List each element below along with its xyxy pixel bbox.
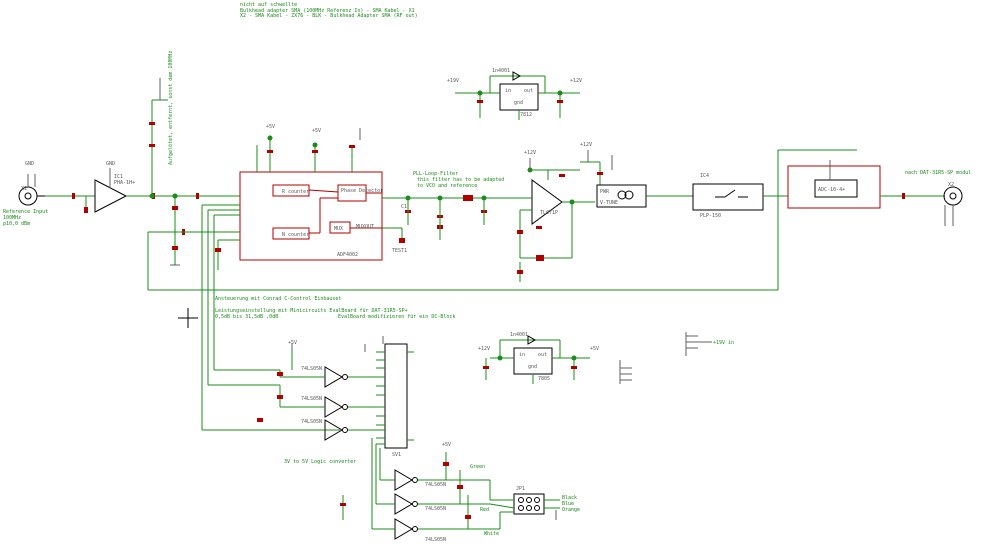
ctrl-note2: Leistungseinstellung mit Minicircuits Ev… — [215, 308, 408, 314]
reg2-name: 7805 — [538, 376, 550, 382]
reg1-gnd: gnd — [514, 100, 523, 106]
reg2-out: out — [538, 352, 547, 358]
opamp-pwr: +12V — [524, 150, 536, 156]
gate1-label: 74LS05N — [301, 366, 322, 372]
loop-filter-note: this filter has to be adapted — [417, 177, 504, 183]
buffer-gate-d — [394, 469, 418, 491]
vco-note-vertical: Aufgelötet, entfernt, sonst dem 100MHz — [168, 51, 174, 165]
test-point: TEST1 — [392, 248, 407, 254]
pll-part-name: ADF4002 — [337, 252, 358, 258]
filter-value: PLP-150 — [700, 213, 721, 219]
opamp-label: TL071P — [540, 210, 558, 216]
buf2-label: 74LS05N — [425, 506, 446, 512]
buf1-label: 74LS05N — [425, 482, 446, 488]
inverter-gate-2 — [324, 396, 348, 418]
pll-n-counter: N counter — [282, 232, 309, 238]
reg1-out: out — [524, 88, 533, 94]
note-top3: X2 - SMA Kabel - ZX76 - BLK - Bulkhead A… — [240, 13, 418, 19]
dat-label: ADC-10-4+ — [818, 187, 845, 193]
gates-pwr: +5V — [288, 340, 297, 346]
opamp-tl071 — [531, 179, 563, 225]
reg1-name: 7812 — [520, 112, 532, 118]
psu-label: +19V in — [713, 340, 734, 346]
ref-input-freq: 100MHz — [3, 215, 21, 221]
reg2-pwr-in: +12V — [478, 346, 490, 352]
reg1-in: in — [505, 88, 511, 94]
logic-converter-note: 3V to 5V Logic converter — [284, 459, 356, 465]
ctrl-note4: EvalBoard modifizieren für ein DC-Block — [338, 314, 455, 320]
cap-c10 — [72, 193, 75, 199]
pll-pwr-label: +5V — [266, 124, 275, 130]
gate3-label: 74LS05N — [301, 419, 322, 425]
ctrl-note3: 0,5dB bis 31,5dB ,0dB — [215, 314, 278, 320]
pll-adf4002 — [239, 171, 383, 261]
pll-mux: MUX — [334, 226, 343, 232]
note-top2: Bulkhead adapter SMA (100MHz Referenz In… — [240, 8, 415, 14]
wire-orange: Orange — [562, 507, 580, 513]
filter-label: IC4 — [700, 173, 709, 179]
buf-pwr1: +5V — [442, 442, 451, 448]
diode2-name: 1n4001 — [510, 332, 528, 338]
wire-green: Green — [470, 464, 485, 470]
reg2-pwr-out: +5V — [590, 346, 599, 352]
ref-input-label: Reference Input — [3, 209, 48, 215]
pll-pwr-label-2: +5V — [312, 128, 321, 134]
amp-label: IC1 — [114, 174, 123, 180]
diode1-name: 1n4001 — [492, 68, 510, 74]
note-top1: nicht auf schwellte — [240, 2, 297, 8]
filter-plp150 — [692, 183, 764, 211]
pll-muxout: MUXOUT — [356, 224, 374, 230]
ref-input-connector — [18, 174, 45, 206]
label-gnd-x1: GND — [25, 161, 34, 167]
wire-blue: Blue — [562, 501, 574, 507]
wire-black: Black — [562, 495, 577, 501]
reg2-gnd: gnd — [528, 364, 537, 370]
ctrl-note1: Ansteuerung mit Conrad C-Control Einbaus… — [215, 296, 341, 302]
pll-phase-detector: Phase Detector — [341, 188, 383, 194]
loop-filter-title: PLL-Loop-Filter — [413, 171, 458, 177]
buffer-gate-e — [394, 493, 418, 515]
sv1-label: SV1 — [392, 452, 401, 458]
jp1-label: JP1 — [516, 486, 525, 492]
loop-c1: C1 — [401, 204, 407, 210]
reg1-pwr-in: +19V — [447, 78, 459, 84]
dat-note: nach DAT-31R5-SP modul — [905, 170, 971, 176]
loop-filter-note2: to VCO and reference — [417, 183, 477, 189]
wire-red: Red — [480, 507, 489, 513]
amp-value: PHA-1H+ — [114, 180, 135, 186]
vco-pwr: +12V — [580, 142, 592, 148]
label-x2: X2 — [948, 182, 954, 188]
inverter-gate-1 — [324, 366, 348, 388]
reg1-pwr-out: +12V — [570, 78, 582, 84]
dat-module — [787, 160, 881, 209]
pll-r-counter: R counter — [282, 189, 309, 195]
amp-ic1 — [94, 168, 128, 213]
gate2-label: 74LS05N — [301, 396, 322, 402]
connector-jp1 — [513, 493, 545, 515]
ref-input-level: p10,0 dBm — [3, 221, 30, 227]
buf3-label: 74LS05N — [425, 537, 446, 543]
cap-c9 — [196, 193, 199, 199]
amp-gnd: GND — [106, 161, 115, 167]
vco-vtune-pin: V-TUNE — [600, 200, 618, 206]
reg2-in: in — [519, 352, 525, 358]
rf-out-connector — [943, 186, 963, 226]
connector-sv1 — [384, 343, 408, 449]
wire-white: White — [484, 531, 499, 537]
label-x1: X1 — [21, 186, 27, 192]
vco-pwr-pin: PWR — [600, 189, 610, 195]
buffer-gate-f — [394, 518, 418, 540]
